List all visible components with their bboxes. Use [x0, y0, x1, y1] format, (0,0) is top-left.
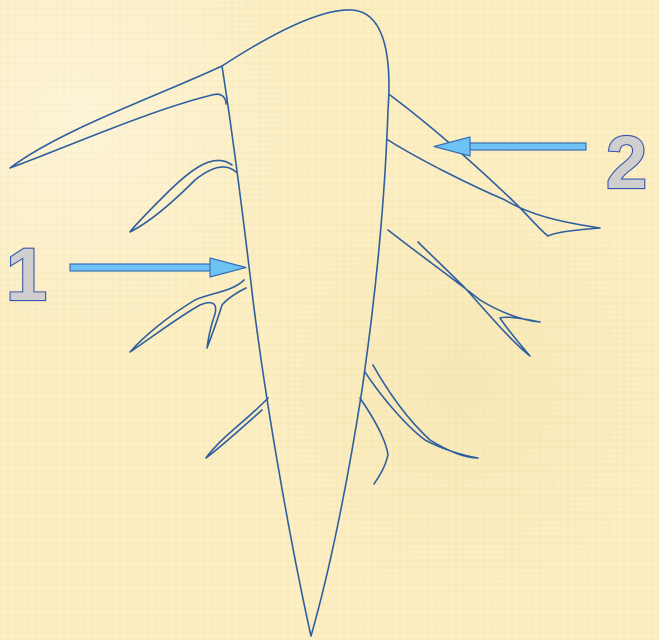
callout-number-2: 2	[606, 121, 647, 204]
arrow-1-head	[210, 258, 246, 277]
lateral-root-left-1	[130, 160, 236, 232]
arrow-1-shaft	[70, 264, 212, 271]
arrow-1	[70, 258, 246, 277]
lateral-root-left-2	[130, 280, 246, 352]
lateral-root-right-3	[360, 365, 478, 484]
arrow-2	[434, 137, 586, 156]
lateral-root-right-1	[388, 95, 600, 236]
arrow-2-head	[434, 137, 470, 156]
lateral-root-left-3	[206, 398, 268, 458]
callout-number-1: 1	[6, 233, 47, 316]
taproot-outline	[222, 10, 389, 636]
upper-left-leaf-outline	[10, 66, 226, 168]
arrow-2-shaft	[466, 143, 586, 150]
lateral-root-right-2	[388, 230, 540, 356]
